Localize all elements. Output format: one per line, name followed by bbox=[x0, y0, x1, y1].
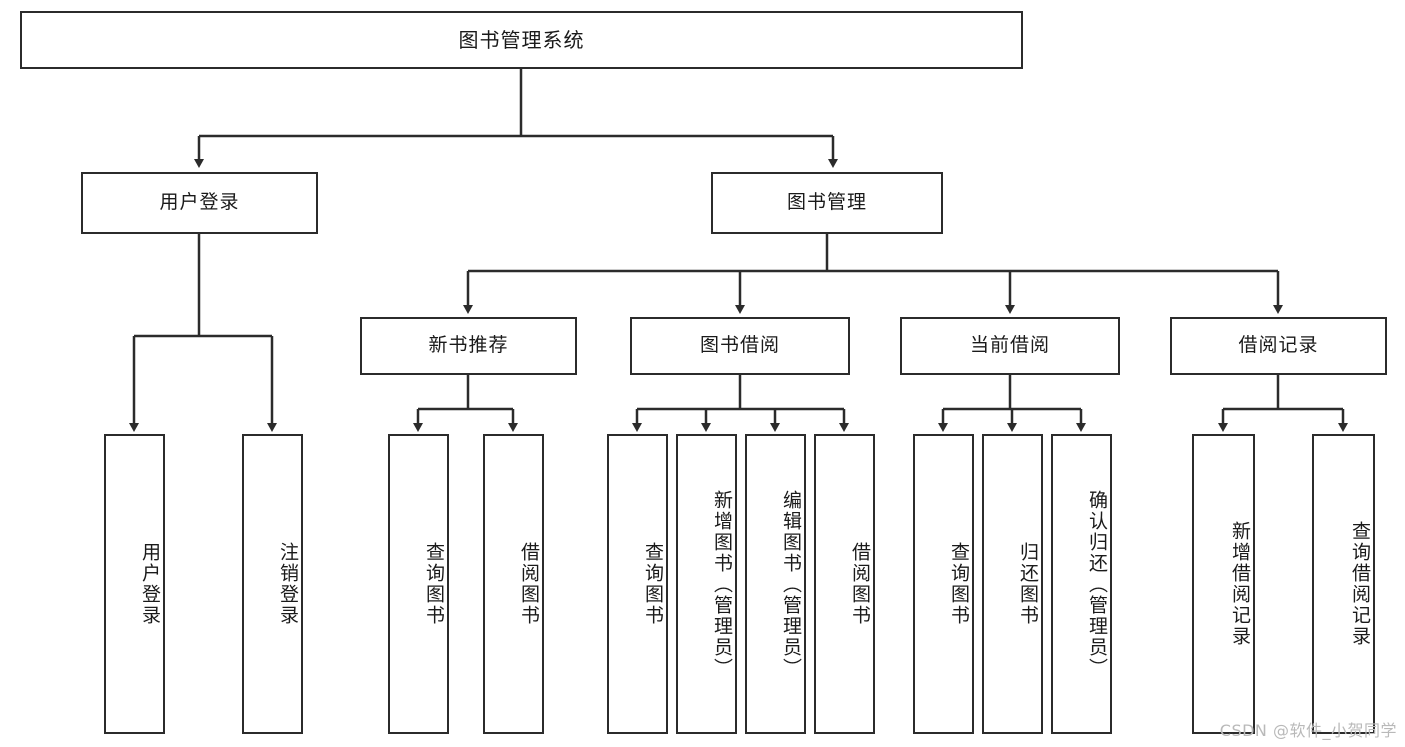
node-label: 确认归还（管理员） bbox=[1086, 489, 1108, 679]
node-label: 图书管理系统 bbox=[458, 27, 585, 52]
leaf-current-borrow-query-book[interactable]: 查询图书 bbox=[913, 434, 974, 734]
node-label: 借阅记录 bbox=[1238, 334, 1319, 357]
node-label: 借阅图书 bbox=[849, 542, 871, 626]
leaf-borrow-record-add-record[interactable]: 新增借阅记录 bbox=[1192, 434, 1255, 734]
node-label: 查询借阅记录 bbox=[1349, 521, 1371, 647]
node-label: 编辑图书（管理员） bbox=[780, 489, 802, 679]
leaf-book-borrow-query-book[interactable]: 查询图书 bbox=[607, 434, 668, 734]
node-label: 用户登录 bbox=[139, 542, 161, 626]
leaf-user-login-logout[interactable]: 注销登录 bbox=[242, 434, 303, 734]
node-label: 图书借阅 bbox=[699, 334, 780, 357]
node-label: 当前借阅 bbox=[969, 334, 1050, 357]
node-label: 图书管理 bbox=[786, 191, 867, 214]
node-label: 查询图书 bbox=[948, 542, 970, 626]
node-book-management[interactable]: 图书管理 bbox=[711, 172, 943, 234]
node-label: 用户登录 bbox=[159, 191, 240, 214]
node-label: 查询图书 bbox=[423, 542, 445, 626]
node-label: 注销登录 bbox=[277, 542, 299, 626]
node-current-borrow[interactable]: 当前借阅 bbox=[900, 317, 1120, 375]
leaf-current-borrow-return-book[interactable]: 归还图书 bbox=[982, 434, 1043, 734]
node-book-borrow[interactable]: 图书借阅 bbox=[630, 317, 850, 375]
leaf-book-borrow-edit-book-admin[interactable]: 编辑图书（管理员） bbox=[745, 434, 806, 734]
leaf-book-borrow-borrow-book[interactable]: 借阅图书 bbox=[814, 434, 875, 734]
leaf-new-book-query-book[interactable]: 查询图书 bbox=[388, 434, 449, 734]
node-label: 查询图书 bbox=[642, 542, 664, 626]
leaf-user-login-login[interactable]: 用户登录 bbox=[104, 434, 165, 734]
watermark-text: CSDN @软件_小贺同学 bbox=[1219, 721, 1397, 740]
leaf-current-borrow-confirm-return-admin[interactable]: 确认归还（管理员） bbox=[1051, 434, 1112, 734]
node-label: 归还图书 bbox=[1017, 542, 1039, 626]
node-label: 新增借阅记录 bbox=[1229, 521, 1251, 647]
node-label: 借阅图书 bbox=[518, 542, 540, 626]
leaf-new-book-borrow-book[interactable]: 借阅图书 bbox=[483, 434, 544, 734]
node-new-book-recommend[interactable]: 新书推荐 bbox=[360, 317, 577, 375]
node-label: 新增图书（管理员） bbox=[711, 489, 733, 679]
node-user-login[interactable]: 用户登录 bbox=[81, 172, 318, 234]
node-borrow-record[interactable]: 借阅记录 bbox=[1170, 317, 1387, 375]
node-root-book-management-system[interactable]: 图书管理系统 bbox=[20, 11, 1023, 69]
leaf-book-borrow-add-book-admin[interactable]: 新增图书（管理员） bbox=[676, 434, 737, 734]
node-label: 新书推荐 bbox=[428, 334, 509, 357]
leaf-borrow-record-query-record[interactable]: 查询借阅记录 bbox=[1312, 434, 1375, 734]
